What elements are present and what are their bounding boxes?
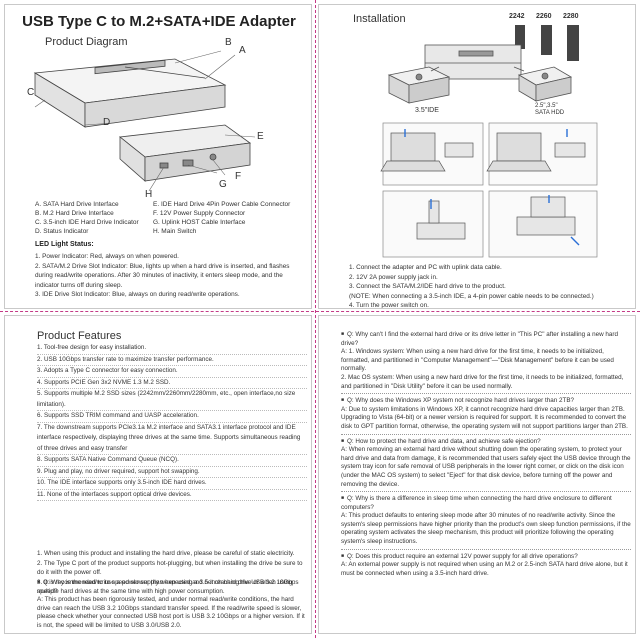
feature-item: 2. USB 10Gbps transfer rate to maximize …: [37, 355, 307, 366]
step-item: 2. 12V 2A power supply jack in.: [349, 273, 438, 281]
legend-item: D. Status Indicator: [35, 228, 89, 235]
installation-illustration: [380, 25, 598, 258]
ide-drive-label: 3.5"IDE: [415, 107, 439, 114]
feature-item: 4. Supports PCIE Gen 3x2 NVME 1.3 M.2 SS…: [37, 378, 307, 389]
faq-question: Q: Why can't I find the external hard dr…: [341, 330, 631, 348]
feature-item: 3. Adopts a Type C connector for easy co…: [37, 366, 307, 378]
sata-drive-label-2: SATA HDD: [535, 110, 565, 116]
note-item: 1. When using this product and installin…: [37, 550, 295, 557]
product-features-panel: Product Features 1. Tool-free design for…: [4, 315, 312, 634]
led-item: 2. SATA/M.2 Drive Slot Indicator: Blue, …: [35, 262, 290, 289]
adapter-step-icons: [416, 142, 586, 240]
feature-item: 1. Tool-free design for easy installatio…: [37, 343, 307, 355]
vertical-divider: [315, 0, 316, 638]
label-d: D: [103, 117, 111, 128]
sata-drive-icon: [517, 66, 573, 102]
label-g: G: [219, 179, 227, 190]
label-f: F: [235, 171, 242, 182]
step-item: 1. Connect the adapter and PC with uplin…: [349, 264, 502, 271]
step-arrows: [404, 129, 580, 246]
ssd-size-2242: 2242: [509, 13, 525, 20]
led-item: 3. IDE Drive Slot Indicator: Blue, alway…: [35, 291, 240, 298]
faq-question: Q: Why does the Windows XP system not re…: [341, 396, 631, 406]
faq-answer: A: 1. Windows system: When using a new h…: [341, 348, 624, 390]
legend-item: H. Main Switch: [153, 228, 197, 235]
features-title: Product Features: [37, 330, 122, 342]
horizontal-divider: [0, 311, 640, 312]
step-item: (NOTE: When connecting a 3.5-inch IDE, a…: [349, 292, 594, 300]
feature-item: 7. The downstream supports PCIe3.1a M.2 …: [37, 423, 307, 455]
faq-answer: A: This product defaults to entering sle…: [341, 512, 631, 546]
legend-item: C. 3.5-inch IDE Hard Drive Indicator: [35, 219, 139, 226]
faq-speed: Q: Why is the read/write speed slower th…: [37, 578, 307, 631]
faq-item: Q: Why is there a difference in sleep ti…: [341, 494, 631, 550]
sata-drive-label: 2.5",3.5": [535, 103, 558, 109]
legend-item: A. SATA Hard Drive Interface: [35, 201, 119, 208]
ide-drive-icon: [387, 66, 451, 104]
legend-item: B. M.2 Hard Drive Interface: [35, 210, 114, 217]
faq-answer: A: An external power supply is not requi…: [341, 561, 628, 577]
faq-list: Q: Why can't I find the external hard dr…: [341, 330, 631, 578]
feature-item: 8. Supports SATA Native Command Queue (N…: [37, 455, 307, 467]
faq-answer: A: Due to system limitations in Windows …: [341, 405, 628, 430]
adapter-front-view: [118, 124, 252, 182]
label-h: H: [145, 189, 153, 200]
product-diagram-subtitle: Product Diagram: [45, 36, 128, 48]
label-e: E: [257, 131, 264, 142]
features-list: 1. Tool-free design for easy installatio…: [37, 343, 307, 501]
adapter-illustration: [33, 50, 256, 192]
faq-item: Q: Why can't I find the external hard dr…: [341, 330, 631, 395]
legend-item: E. IDE Hard Drive 4Pin Power Cable Conne…: [153, 201, 291, 208]
faq-question: Q: How to protect the hard drive and dat…: [341, 437, 631, 447]
installation-title: Installation: [353, 13, 406, 25]
faq-answer: A: This product has been rigorously test…: [37, 596, 305, 629]
ssd-size-2260: 2260: [536, 13, 552, 20]
faq-item: Q: How to protect the hard drive and dat…: [341, 437, 631, 493]
installation-steps: 1. Connect the adapter and PC with uplin…: [349, 263, 634, 309]
led-status-list: 1. Power Indicator: Red, always on when …: [35, 252, 307, 300]
m2-ssd-icons: [515, 25, 579, 61]
faq-panel: Q: Why can't I find the external hard dr…: [318, 315, 636, 634]
legend-right: E. IDE Hard Drive 4Pin Power Cable Conne…: [153, 200, 311, 236]
faq-item: Q: Does this product require an external…: [341, 552, 631, 579]
feature-item: 10. The IDE interface supports only 3.5-…: [37, 478, 307, 490]
note-item: 2. The Type C port of the product suppor…: [37, 560, 303, 576]
label-b: B: [225, 37, 232, 48]
faq-question: Q: Why is the read/write speed slower th…: [37, 578, 307, 596]
installation-panel: Installation 2242 2260 2280: [318, 4, 636, 309]
product-diagram-panel: USB Type C to M.2+SATA+IDE Adapter Produ…: [4, 4, 312, 309]
step-item: 4. Turn the power switch on.: [349, 302, 429, 309]
feature-item: 11. None of the interfaces support optic…: [37, 490, 307, 501]
faq-item: Q: Why does the Windows XP system not re…: [341, 396, 631, 435]
led-item: 1. Power Indicator: Red, always on when …: [35, 253, 179, 260]
legend-item: F. 12V Power Supply Connector: [153, 210, 246, 217]
laptop-icons: [380, 132, 552, 172]
adapter-top-view: [33, 58, 227, 128]
feature-item: 6. Supports SSD TRIM command and UASP ac…: [37, 411, 307, 423]
legend-item: G. Uplink HOST Cable Interface: [153, 219, 246, 226]
page-title: USB Type C to M.2+SATA+IDE Adapter: [22, 13, 296, 30]
label-a: A: [239, 45, 246, 56]
faq-question: Q: Does this product require an external…: [341, 552, 631, 562]
faq-question: Q: Why is there a difference in sleep ti…: [341, 494, 631, 512]
ssd-size-2280: 2280: [563, 13, 579, 20]
step-item: 3. Connect the SATA/M.2/IDE hard drive t…: [349, 283, 506, 290]
label-c: C: [27, 87, 35, 98]
faq-answer: A: When removing an external hard drive …: [341, 446, 631, 488]
led-status-title: LED Light Status:: [35, 241, 94, 248]
legend-left: A. SATA Hard Drive Interface B. M.2 Hard…: [35, 200, 153, 236]
feature-item: 5. Supports multiple M.2 SSD sizes (2242…: [37, 389, 307, 411]
feature-item: 9. Plug and play, no driver required, su…: [37, 467, 307, 478]
